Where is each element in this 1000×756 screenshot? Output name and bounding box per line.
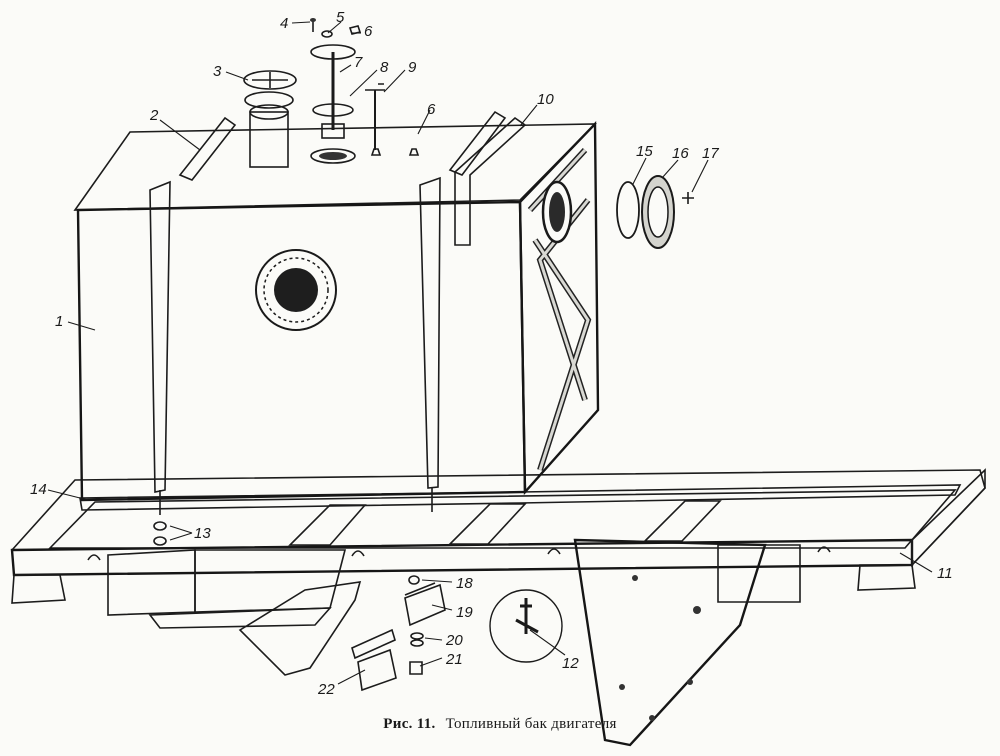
label-13: 13 <box>194 525 211 542</box>
label-6-top: 6 <box>364 23 373 40</box>
caption-prefix: Рис. 11. <box>383 716 436 732</box>
label-6-tank: 6 <box>427 101 436 118</box>
label-21: 21 <box>445 651 463 668</box>
label-2: 2 <box>149 107 159 124</box>
label-17: 17 <box>702 145 719 162</box>
label-12: 12 <box>562 655 579 672</box>
label-16: 16 <box>672 145 689 162</box>
mounting-brackets <box>107 521 801 747</box>
label-20: 20 <box>445 632 463 649</box>
label-19: 19 <box>456 604 473 621</box>
figure-caption: Рис. 11. Топливный бак двигателя <box>0 716 1000 733</box>
label-18: 18 <box>456 575 473 592</box>
caption-text: Топливный бак двигателя <box>445 716 617 732</box>
label-8: 8 <box>380 59 389 76</box>
label-11: 11 <box>937 565 953 582</box>
label-9: 9 <box>408 59 417 76</box>
fuel-tank <box>73 91 600 515</box>
label-5: 5 <box>336 9 345 26</box>
label-15: 15 <box>636 143 653 160</box>
label-7: 7 <box>354 54 363 71</box>
label-22: 22 <box>317 681 335 698</box>
label-1: 1 <box>55 313 63 330</box>
mounting-frame <box>10 468 986 604</box>
filler-cap-parts <box>243 18 420 156</box>
label-4: 4 <box>280 15 288 32</box>
label-3: 3 <box>213 63 222 80</box>
label-10: 10 <box>537 91 554 108</box>
leader-lines <box>47 21 933 685</box>
inspection-cover-parts <box>616 175 694 249</box>
callout-labels: 1 2 3 4 5 6 7 8 9 6 10 11 12 13 14 15 16… <box>30 9 953 698</box>
label-14: 14 <box>30 481 47 498</box>
